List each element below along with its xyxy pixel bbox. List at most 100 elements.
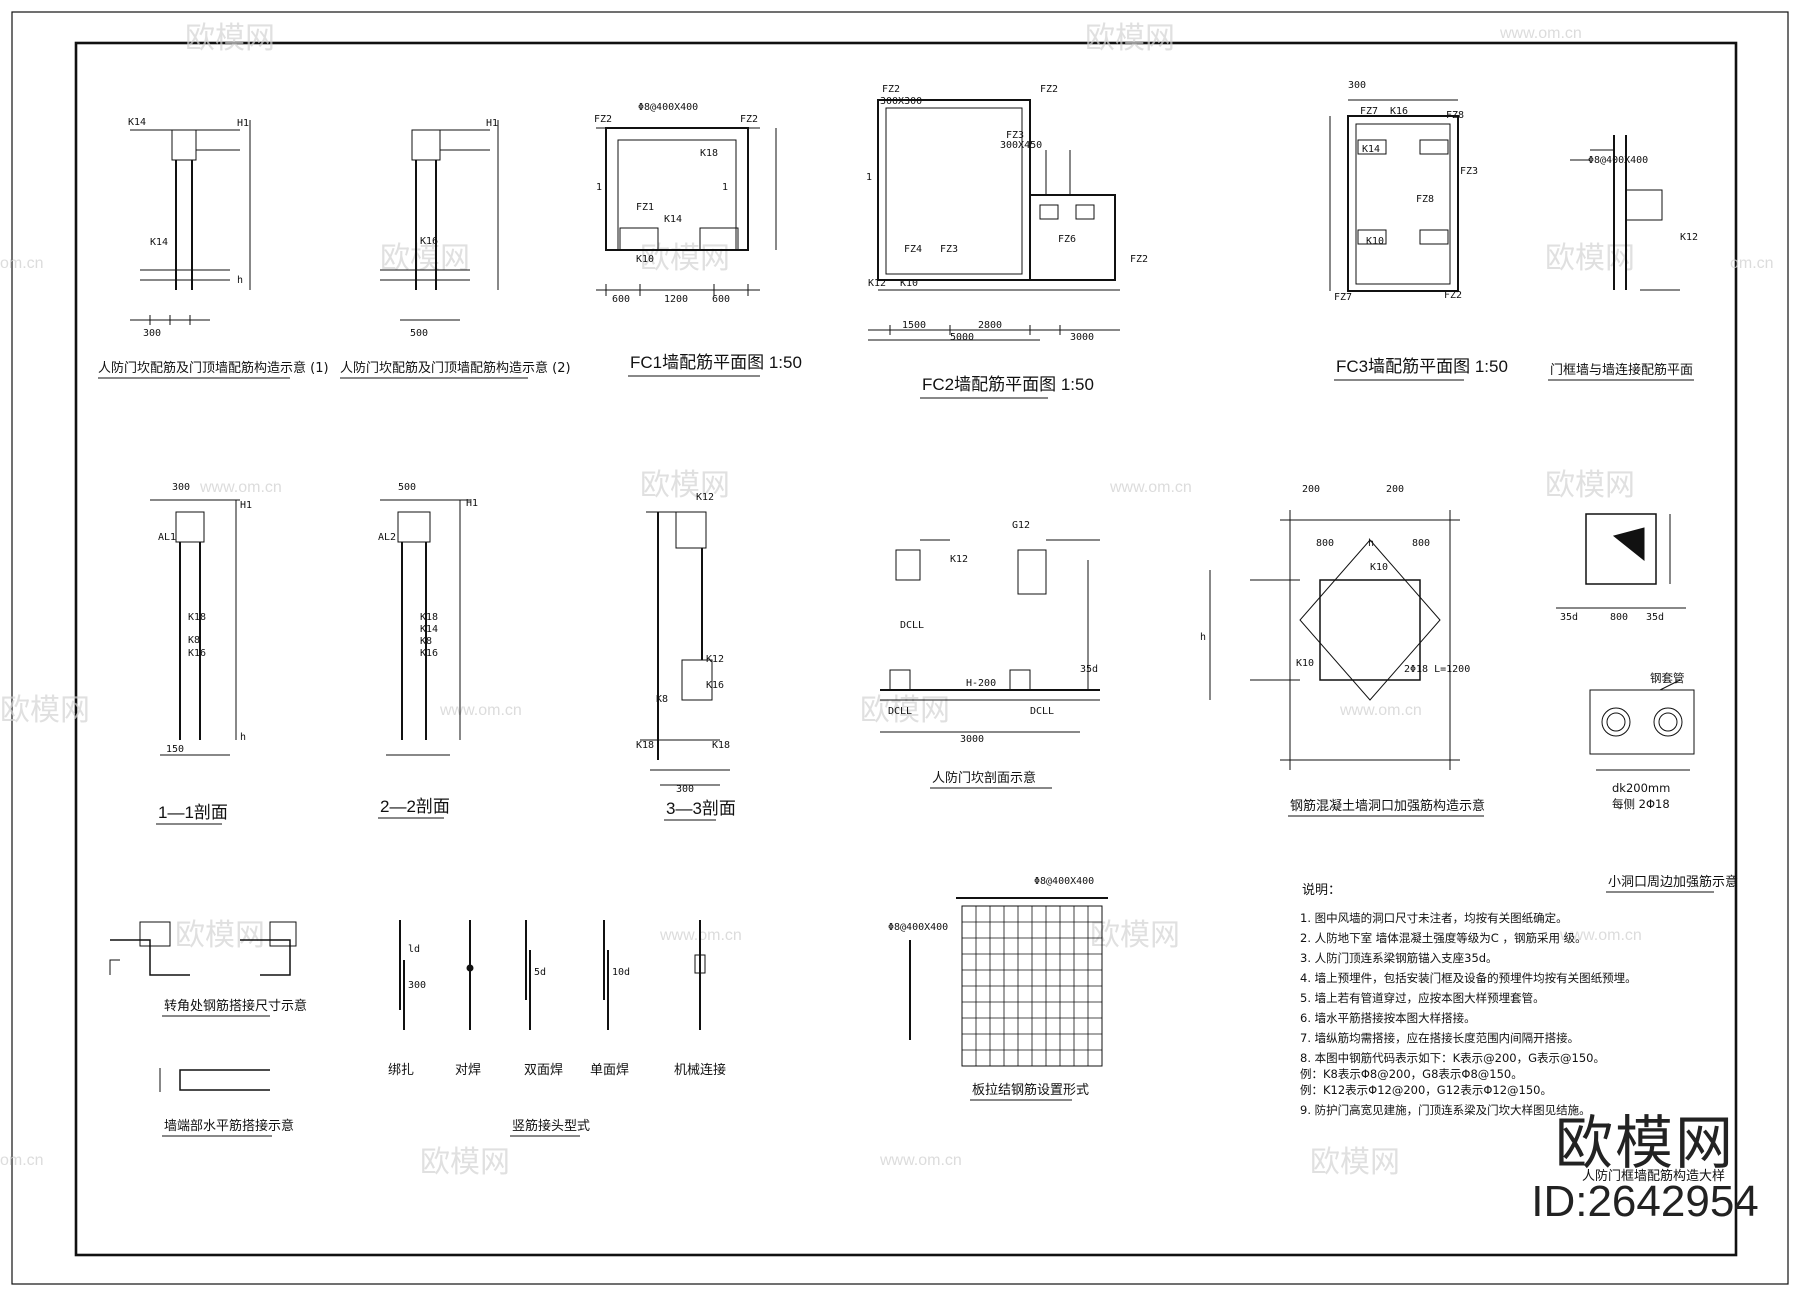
- label: K12: [868, 278, 886, 289]
- label: K12: [1680, 232, 1698, 243]
- label: Φ8@400X400: [1034, 876, 1094, 887]
- label: 300X300: [880, 96, 922, 107]
- notes: 说明： 1. 图中风墙的洞口尺寸未注者，均按有关图纸确定。 2. 人防地下室 墙…: [1300, 883, 1637, 1117]
- watermark-url: www.om.cn: [1339, 702, 1422, 719]
- label: h: [240, 732, 246, 743]
- opening-reinforcement: 200 200 800 800 h K10 K10 2Φ18 L=1200 h: [1200, 484, 1470, 770]
- label: 600: [612, 294, 630, 305]
- note: 6. 墙水平筋搭接按本图大样搭接。: [1300, 1011, 1476, 1025]
- joint-label: 绑扎: [388, 1063, 414, 1078]
- label: DCLL: [900, 620, 924, 631]
- watermark-text: 欧模网: [640, 241, 730, 276]
- label: 300: [1348, 80, 1366, 91]
- label: 500: [398, 482, 416, 493]
- label: AL2: [378, 532, 396, 543]
- label: 300: [408, 980, 426, 991]
- label: 钢套管: [1650, 671, 1685, 685]
- label: FZ2: [740, 114, 758, 125]
- watermark-url: www.om.cn: [879, 1152, 962, 1169]
- label: 35d: [1080, 664, 1098, 675]
- label: 800: [1610, 612, 1628, 623]
- note: 2. 人防地下室 墙体混凝土强度等级为C ，钢筋采用 级。: [1300, 931, 1587, 945]
- caption: 墙端部水平筋搭接示意: [164, 1118, 294, 1134]
- watermark-url: om.cn: [0, 255, 44, 272]
- label: 800: [1412, 538, 1430, 549]
- brand-name: 欧模网: [1554, 1109, 1735, 1177]
- caption: 转角处钢筋搭接尺寸示意: [164, 998, 307, 1014]
- label: h: [1368, 538, 1374, 549]
- label: K14: [150, 237, 168, 248]
- label: 每侧 2Φ18: [1612, 797, 1670, 811]
- label: FZ2: [1130, 254, 1148, 265]
- caption: 人防门坎剖面示意: [932, 770, 1036, 786]
- watermark-text: 欧模网: [0, 693, 90, 728]
- label: FZ4: [904, 244, 922, 255]
- watermark-text: 欧模网: [1545, 241, 1635, 276]
- watermark-text: 欧模网: [420, 1145, 510, 1180]
- note: 例：K12表示Φ12@200，G12表示Φ12@150。: [1300, 1083, 1552, 1097]
- watermarks: 欧模网 欧模网 欧模网 欧模网 欧模网 欧模网 欧模网 欧模网 欧模网 欧模网 …: [0, 21, 1774, 1180]
- label: K18: [188, 612, 206, 623]
- detail-door-sill-2: K16 H1 500: [380, 118, 499, 339]
- label: K8: [656, 694, 668, 705]
- watermark-text: 欧模网: [1310, 1145, 1400, 1180]
- label: 2800: [978, 320, 1002, 331]
- label: 300X450: [1000, 140, 1042, 151]
- fc2-plan: FZ2 FZ2 300X300 FZ3 300X450 FZ4 FZ3 K12 …: [866, 84, 1148, 343]
- label: 600: [712, 294, 730, 305]
- joint-types: 300 ld 5d 10d: [399, 920, 706, 1030]
- label: FZ8: [1416, 194, 1434, 205]
- label: K18: [712, 740, 730, 751]
- label: ld: [408, 944, 420, 955]
- label: FZ1: [636, 202, 654, 213]
- caption: 钢筋混凝土墙洞口加强筋构造示意: [1290, 798, 1485, 814]
- watermark-text: 欧模网: [640, 468, 730, 503]
- label: DCLL: [1030, 706, 1054, 717]
- note: 1. 图中风墙的洞口尺寸未注者，均按有关图纸确定。: [1300, 911, 1568, 925]
- label: K8: [420, 636, 432, 647]
- caption: 1—1剖面: [158, 803, 228, 822]
- note: 7. 墙纵筋均需搭接，应在搭接长度范围内间隔开搭接。: [1300, 1031, 1579, 1045]
- label: 1: [722, 182, 728, 193]
- label: K8: [188, 635, 200, 646]
- watermark-url: www.om.cn: [439, 702, 522, 719]
- label: K10: [1296, 658, 1314, 669]
- label: H1: [240, 500, 252, 511]
- caption: 人防门坎配筋及门顶墙配筋构造示意 (1): [98, 360, 329, 376]
- caption: 2—2剖面: [380, 797, 450, 816]
- label: K16: [188, 648, 206, 659]
- note: 4. 墙上预埋件，包括安装门框及设备的预埋件均按有关图纸预埋。: [1300, 971, 1637, 985]
- watermark-url: www.om.cn: [1109, 479, 1192, 496]
- section-3-3: K12 K12 K16 K8 K18 K18 300: [636, 492, 730, 795]
- caption: FC1墙配筋平面图 1:50: [630, 353, 802, 372]
- label: H1: [466, 498, 478, 509]
- label: 1: [866, 172, 872, 183]
- label: K16: [420, 236, 438, 247]
- label: DCLL: [888, 706, 912, 717]
- label: K18: [636, 740, 654, 751]
- label: 200: [1302, 484, 1320, 495]
- label: 300: [172, 482, 190, 493]
- small-opening: 800 35d 35d 钢套管 dk200mm 每侧 2Φ18: [1556, 513, 1695, 811]
- label: K16: [1390, 106, 1408, 117]
- note: 9. 防护门高宽见建施，门顶连系梁及门坎大样图见结施。: [1300, 1103, 1591, 1117]
- door-frame-wall-connection: Φ8@400X400 K12: [1570, 135, 1698, 291]
- label: K14: [664, 214, 682, 225]
- label: K14: [420, 624, 438, 635]
- label: K10: [900, 278, 918, 289]
- label: 3000: [1070, 332, 1094, 343]
- caption: FC2墙配筋平面图 1:50: [922, 375, 1094, 394]
- caption: 竖筋接头型式: [512, 1118, 590, 1134]
- label: FZ3: [940, 244, 958, 255]
- label: FZ2: [882, 84, 900, 95]
- label: 5d: [534, 967, 546, 978]
- label: 35d: [1646, 612, 1664, 623]
- label: h: [1200, 632, 1206, 643]
- label: Φ8@400X400: [638, 102, 698, 113]
- joint-label: 对焊: [455, 1062, 481, 1078]
- label: FZ8: [1446, 110, 1464, 121]
- label: K10: [1370, 562, 1388, 573]
- label: K10: [636, 254, 654, 265]
- label: 300: [143, 328, 161, 339]
